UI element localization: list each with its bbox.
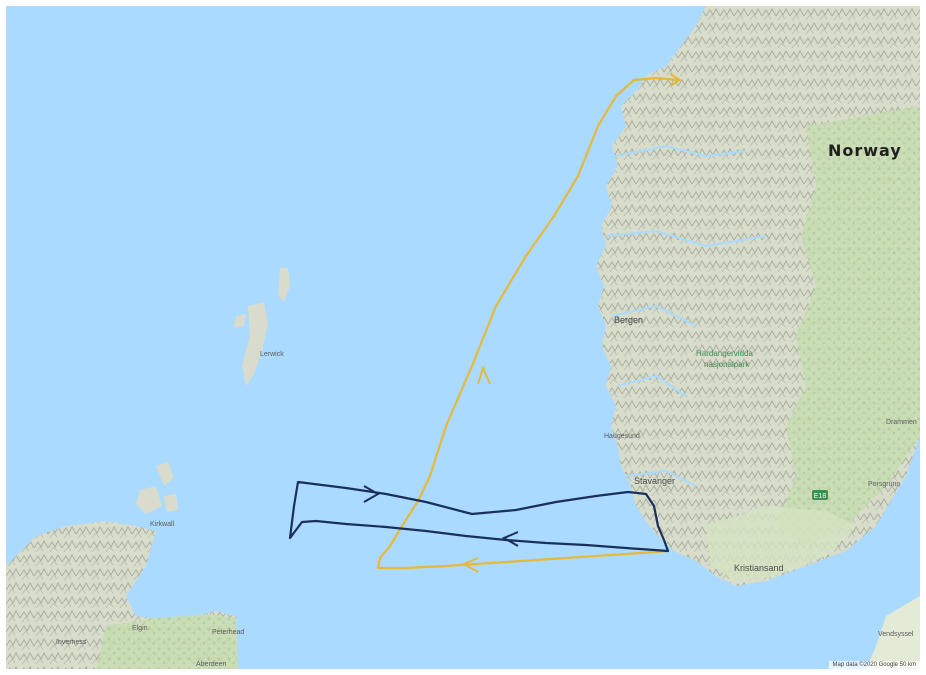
norway-forest-east	[776, 106, 920, 546]
track-yellow-arrow-end	[669, 73, 682, 87]
track-yellow	[376, 73, 682, 573]
road-shield-e18: E18	[812, 490, 828, 500]
denmark-land	[866, 596, 920, 669]
place-label-peterhead: Peterhead	[212, 629, 244, 636]
map-canvas[interactable]: Norway Bergen Haugesund Stavanger Kristi…	[6, 6, 920, 669]
map-view[interactable]: Norway Bergen Haugesund Stavanger Kristi…	[6, 6, 920, 669]
norway-forest-south	[706, 506, 856, 581]
country-label-norway: Norway	[828, 141, 902, 160]
place-label-elgin: Elgin	[132, 625, 148, 632]
place-label-aberdeen: Aberdeen	[196, 661, 226, 668]
place-label-vendsyssel: Vendsyssel	[878, 631, 914, 638]
scotland-forest	[96, 614, 238, 669]
track-yellow-arrow-up	[477, 365, 491, 385]
place-label-kristiansand: Kristiansand	[734, 563, 784, 573]
park-label-line2: nasjonalpark	[704, 360, 750, 369]
park-label-line1: Hardangervidda	[696, 349, 753, 358]
track-dark	[288, 480, 670, 553]
orkney-islands	[136, 462, 178, 514]
place-label-lerwick: Lerwick	[260, 351, 284, 358]
shetland-islands	[234, 268, 290, 386]
track-dark-line	[288, 480, 670, 553]
place-label-haugesund: Haugesund	[604, 433, 640, 440]
track-dark-arrow-right	[363, 485, 381, 503]
track-dark-arrow-left	[501, 531, 519, 547]
fjords	[605, 144, 767, 487]
map-attribution: Map data ©2020 Google 50 km	[828, 661, 920, 669]
place-label-kirkwall: Kirkwall	[150, 521, 175, 528]
place-label-porsgrunn: Porsgrunn	[868, 481, 900, 488]
road-shield-label: E18	[814, 493, 827, 500]
place-label-stavanger: Stavanger	[634, 476, 675, 486]
place-label-drammen: Drammen	[886, 419, 917, 426]
track-yellow-arrow-left	[461, 557, 479, 573]
place-label-bergen: Bergen	[614, 315, 643, 325]
place-label-inverness: Inverness	[56, 639, 87, 646]
